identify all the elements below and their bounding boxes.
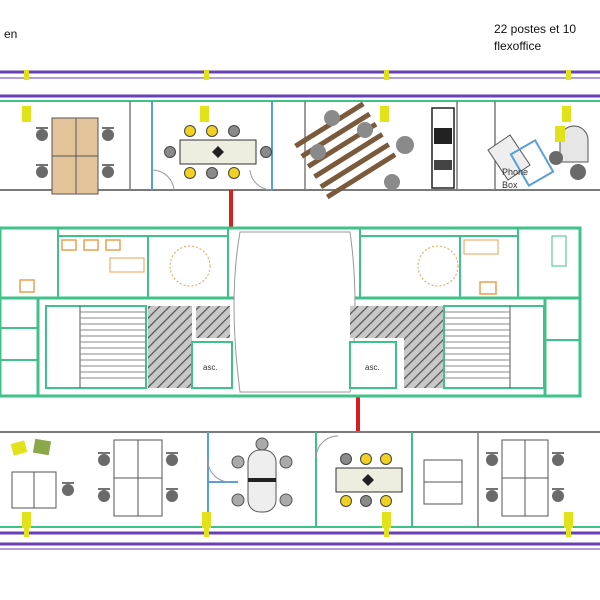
door-bottom: [356, 395, 360, 433]
phone-box-label-line1: Phone: [502, 167, 528, 177]
phone-box-zone: [487, 125, 589, 187]
top-left-desk-cluster: [35, 117, 115, 195]
header-right-label-line2: flexoffice: [494, 39, 542, 53]
right-staircase: [349, 305, 545, 389]
bottom-meeting-room-1: [231, 437, 293, 513]
elevator-right-label: asc.: [365, 363, 380, 372]
top-lounge: [294, 101, 455, 200]
bottom-left-desk-cluster: [10, 438, 179, 517]
header-left-label: en: [4, 27, 18, 41]
bottom-office-row: [0, 431, 600, 528]
top-facade: [0, 70, 600, 102]
central-hall: [233, 231, 356, 393]
door-top: [229, 190, 233, 228]
top-meeting-room: [164, 125, 272, 179]
bottom-right-desk-cluster: [423, 439, 565, 517]
bottom-meeting-room-2: [335, 453, 403, 507]
left-staircase: [45, 305, 233, 389]
header-right-label-line1: 22 postes et 10: [494, 22, 577, 36]
top-office-row: [0, 101, 600, 191]
elevator-left-label: asc.: [203, 363, 218, 372]
bottom-facade: [0, 526, 600, 550]
phone-box-label-line2: Box: [502, 180, 518, 190]
